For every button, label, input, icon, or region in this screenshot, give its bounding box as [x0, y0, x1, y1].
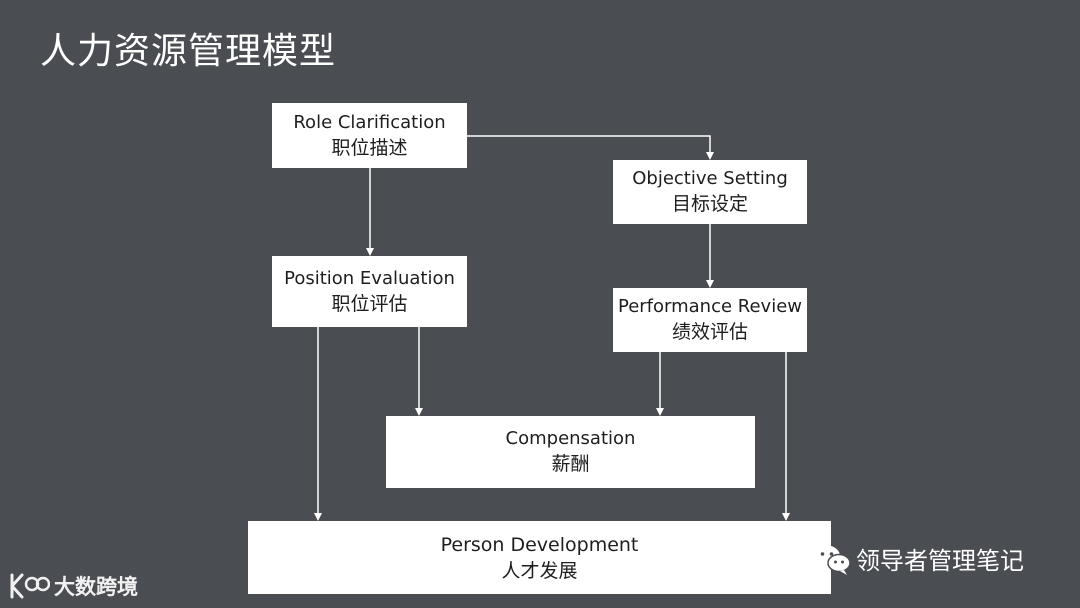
wechat-icon — [814, 545, 851, 575]
objective-setting-label-en: Objective Setting — [632, 168, 788, 189]
compensation-box: Compensation 薪酬 — [386, 416, 755, 488]
watermark-left-text: 大数跨境 — [54, 575, 138, 599]
slide-title: 人力资源管理模型 — [40, 31, 337, 72]
role-clarification-box: Role Clarification 职位描述 — [272, 103, 467, 168]
person-development-label-en: Person Development — [440, 534, 639, 556]
role-clarification-label-zh: 职位描述 — [331, 136, 408, 159]
performance-review-label-en: Performance Review — [617, 296, 802, 317]
person-development-label-zh: 人才发展 — [501, 560, 578, 582]
compensation-label-zh: 薪酬 — [551, 453, 590, 475]
connector-role-to-objective — [467, 135, 714, 160]
person-development-box: Person Development 人才发展 — [248, 521, 831, 594]
compensation-label-en: Compensation — [505, 428, 636, 449]
position-evaluation-label-en: Position Evaluation — [284, 267, 455, 289]
role-clarification-label-en: Role Clarification — [293, 111, 446, 133]
position-evaluation-label-zh: 职位评估 — [331, 292, 408, 315]
watermark-brand: 大数跨境 — [8, 571, 138, 601]
objective-setting-label-zh: 目标设定 — [671, 193, 748, 215]
performance-review-label-zh: 绩效评估 — [671, 321, 748, 343]
watermark-right-text: 领导者管理笔记 — [856, 547, 1024, 575]
position-evaluation-box: Position Evaluation 职位评估 — [272, 256, 467, 327]
performance-review-box: Performance Review 绩效评估 — [613, 288, 807, 352]
brand-logo-icon — [10, 573, 50, 599]
watermark-wechat-account: 领导者管理笔记 — [812, 541, 1024, 576]
objective-setting-box: Objective Setting 目标设定 — [613, 160, 807, 224]
